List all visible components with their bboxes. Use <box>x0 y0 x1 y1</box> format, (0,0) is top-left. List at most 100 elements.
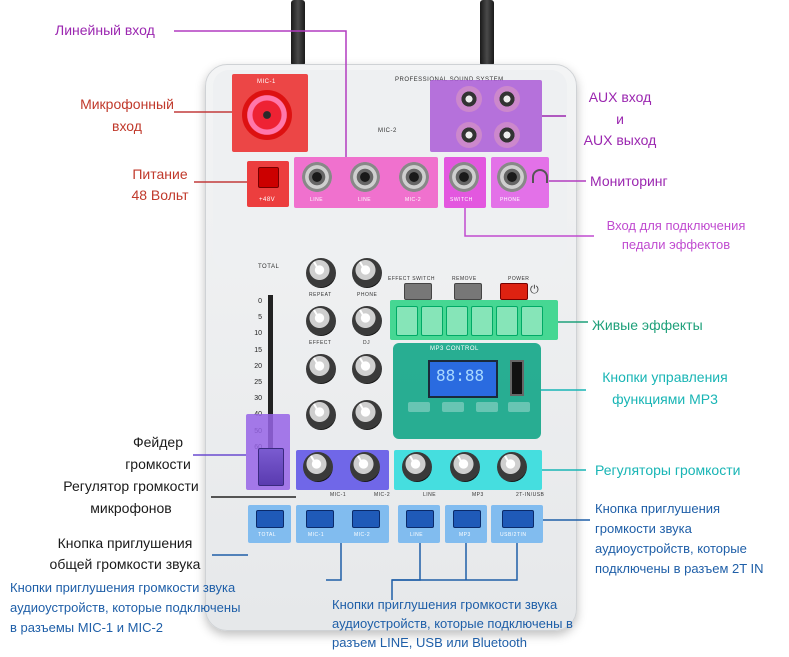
mic2-volume-knob[interactable] <box>350 452 380 482</box>
mic-input-caption-1: Микрофонный <box>80 96 174 112</box>
line-input-caption: Линейный вход <box>55 22 155 38</box>
mp3-display-text: 88:88 <box>436 366 485 385</box>
2tin-volume-knob[interactable] <box>497 452 527 482</box>
mic2-top-label: MIC-2 <box>378 128 397 134</box>
aux-caption-2: и <box>616 111 624 127</box>
line-mute-caption-3: разъем LINE, USB или Bluetooth <box>332 635 528 650</box>
mp3-next-button[interactable] <box>442 402 464 412</box>
aux-caption-1: AUX вход <box>588 89 652 105</box>
effect-knob[interactable] <box>306 306 336 336</box>
total-mute-caption-2: общей громкости звука <box>49 556 201 572</box>
effect-switch-button[interactable] <box>404 283 432 300</box>
mic1-mute-button[interactable] <box>306 510 334 528</box>
volume-knobs-caption: Регуляторы громкости <box>595 462 741 478</box>
eq-mid-knob-2[interactable] <box>352 400 382 430</box>
phone-jack[interactable] <box>497 162 527 192</box>
fader-caption-2: громкости <box>125 456 191 472</box>
mp3-display <box>428 360 498 398</box>
line-mute-button[interactable] <box>406 510 434 528</box>
line1-jack-label: LINE <box>310 197 324 203</box>
mic1-volume-knob[interactable] <box>303 452 333 482</box>
btn-total-label: TOTAL <box>258 532 277 538</box>
usb-slot[interactable] <box>510 360 524 396</box>
phantom-power-label: +48V <box>259 197 276 203</box>
remove-label: REMOVE <box>452 276 477 282</box>
aux-out-left-jack[interactable] <box>456 122 482 148</box>
fader-scale-label: 20 <box>254 362 262 370</box>
mic2-jack[interactable] <box>399 162 429 192</box>
repeat-knob[interactable] <box>306 258 336 288</box>
effect-switch-label: EFFECT SWITCH <box>388 276 435 282</box>
aux-in-left-jack[interactable] <box>456 86 482 112</box>
line1-jack[interactable] <box>302 162 332 192</box>
eq-mid-knob-1[interactable] <box>306 400 336 430</box>
pedal-caption-1: Вход для подключения <box>606 218 746 233</box>
power48-caption-2: 48 Вольт <box>131 187 189 203</box>
mic-mute-caption-3: в разъемы MIC-1 и MIC-2 <box>10 620 164 635</box>
dj-label: DJ <box>363 340 371 346</box>
effect-button-2[interactable] <box>421 306 443 336</box>
volume-fader-knob[interactable] <box>258 448 284 486</box>
power-icon: ⏻ <box>530 284 539 296</box>
phantom-power-button[interactable] <box>258 167 279 188</box>
power48-caption-1: Питание <box>132 166 188 182</box>
mic1-combo-jack[interactable] <box>242 90 292 140</box>
pedal-caption-2: педали эффектов <box>621 237 731 252</box>
mic2-jack-label: MIC-2 <box>405 197 422 203</box>
effect-button-4[interactable] <box>471 306 493 336</box>
mic-mute-caption-2: аудиоустройств, которые подключены <box>10 600 241 615</box>
power-button[interactable] <box>500 283 528 300</box>
mute2t-caption-2: громкости звука <box>595 521 692 536</box>
total-mute-caption-1: Кнопка приглушения <box>57 535 193 551</box>
line-mute-caption-2: аудиоустройств, которые подключены в <box>332 616 573 631</box>
fader-scale-label: 30 <box>254 395 262 403</box>
fader-caption-1: Фейдер <box>133 434 183 450</box>
antenna-left <box>291 0 305 66</box>
fader-scale-label: 15 <box>254 346 262 354</box>
switch-jack-label: SWITCH <box>450 197 473 203</box>
mic1-label: MIC-1 <box>257 79 276 85</box>
effect-button-1[interactable] <box>396 306 418 336</box>
line-volume-knob[interactable] <box>402 452 432 482</box>
fader-scale-label: 10 <box>254 330 262 338</box>
total-fader-label: TOTAL <box>258 264 280 270</box>
mute2t-caption-1: Кнопка приглушения <box>595 501 721 516</box>
fader-scale-label: 0 <box>258 298 262 305</box>
mp3-mode-button[interactable] <box>508 402 530 412</box>
ch-mic2-label: MIC-2 <box>374 492 391 498</box>
pedal-switch-jack[interactable] <box>449 162 479 192</box>
monitoring-caption: Мониторинг <box>590 173 668 189</box>
mic-mute-caption-1: Кнопки приглушения громкости звука <box>10 580 236 595</box>
aux-highlight <box>430 80 542 152</box>
fader-scale-label: 25 <box>254 379 262 386</box>
line2-jack[interactable] <box>350 162 380 192</box>
eq-high-knob-1[interactable] <box>306 354 336 384</box>
effect-button-5[interactable] <box>496 306 518 336</box>
mp3-volume-knob[interactable] <box>450 452 480 482</box>
usb-2tin-mute-button[interactable] <box>502 510 534 528</box>
mic2-mute-button[interactable] <box>352 510 380 528</box>
effect-button-3[interactable] <box>446 306 468 336</box>
power-label: POWER <box>508 276 530 282</box>
effect-button-6[interactable] <box>521 306 543 336</box>
phone-knob[interactable] <box>352 258 382 288</box>
mp3-play-button[interactable] <box>476 402 498 412</box>
remove-button[interactable] <box>454 283 482 300</box>
aux-in-right-jack[interactable] <box>494 86 520 112</box>
fader-track <box>268 295 273 465</box>
fader-scale-label: 5 <box>258 314 262 322</box>
total-mute-button[interactable] <box>256 510 284 528</box>
btn-line-label: LINE <box>410 532 424 538</box>
mp3-mute-button[interactable] <box>453 510 481 528</box>
btn-usb-label: USB/2TIN <box>500 532 527 538</box>
phone-label: PHONE <box>357 292 378 298</box>
line-mute-caption-1: Кнопки приглушения громкости звука <box>332 597 558 612</box>
ch-2tin-label: 2T-IN/USB <box>516 492 545 498</box>
aux-out-right-jack[interactable] <box>494 122 520 148</box>
mp3-caption-2: функциями MP3 <box>612 391 718 407</box>
btn-mic2-label: MIC-2 <box>354 532 371 538</box>
eq-high-knob-2[interactable] <box>352 354 382 384</box>
dj-knob[interactable] <box>352 306 382 336</box>
mp3-prev-button[interactable] <box>408 402 430 412</box>
